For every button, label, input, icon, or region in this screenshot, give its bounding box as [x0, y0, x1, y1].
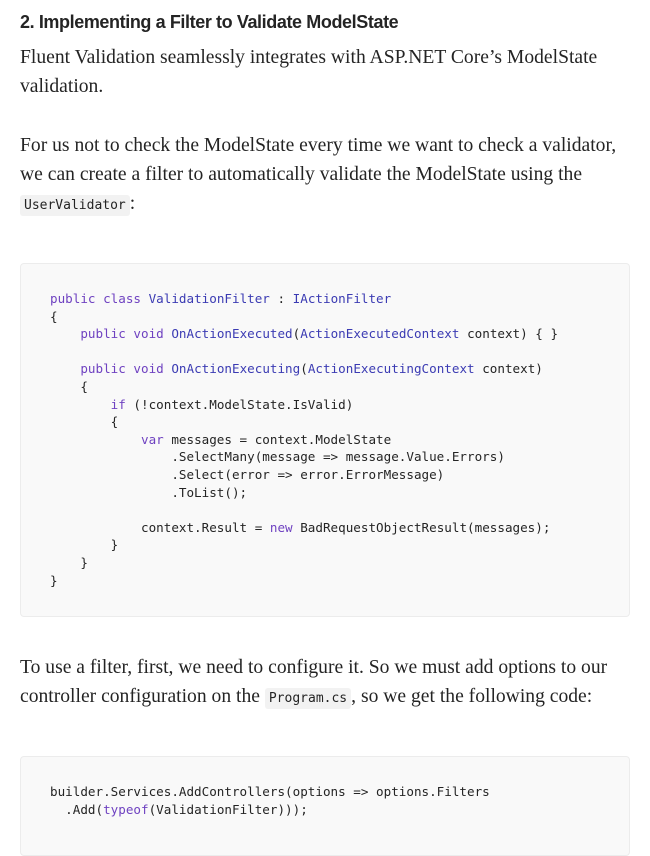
intro-paragraph: Fluent Validation seamlessly integrates … [20, 43, 632, 101]
intro-text: Fluent Validation seamlessly integrates … [20, 47, 598, 97]
code-block-validation-filter[interactable]: public class ValidationFilter : IActionF… [20, 263, 630, 617]
configure-paragraph: To use a filter, first, we need to confi… [20, 653, 632, 713]
inline-code-program-cs: Program.cs [264, 688, 352, 709]
filter-text: For us not to check the ModelState every… [20, 135, 617, 185]
code-content: public class ValidationFilter : IActionF… [50, 291, 559, 588]
configure-text-end: , so we get the following code: [351, 686, 593, 707]
filter-text-end: : [129, 193, 136, 214]
section-heading: 2. Implementing a Filter to Validate Mod… [20, 12, 399, 32]
code-content: builder.Services.AddControllers(options … [50, 784, 490, 817]
filter-paragraph: For us not to check the ModelState every… [20, 131, 632, 220]
code-block-add-controllers[interactable]: builder.Services.AddControllers(options … [20, 756, 630, 856]
configure-text: To use a filter, first, we need to confi… [20, 657, 608, 707]
inline-code-uservalidator: UserValidator [20, 195, 130, 216]
